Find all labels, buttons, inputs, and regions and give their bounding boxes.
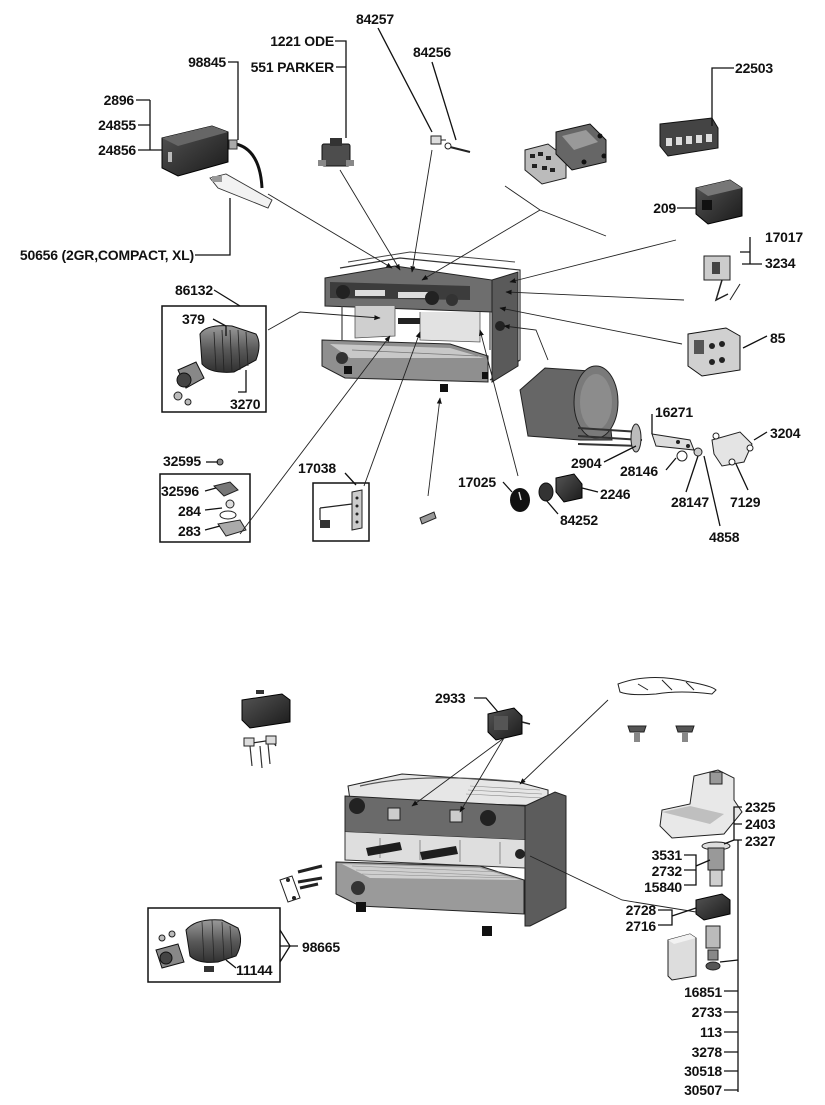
probe-84256: [444, 142, 471, 153]
label-3234: 3234: [765, 255, 796, 271]
label-2896: 2896: [103, 92, 135, 108]
label-7129: 7129: [730, 494, 761, 510]
label-551-parker: 551 PARKER: [250, 59, 335, 75]
cable-98845: [228, 139, 264, 189]
motor-98665: [147, 907, 281, 983]
coil-2728: [695, 893, 731, 921]
small-valves: [627, 725, 695, 742]
contactor-85: [687, 327, 741, 377]
label-2733: 2733: [691, 1004, 723, 1020]
pressure-switch-17017: [703, 255, 741, 302]
label-2246: 2246: [600, 486, 631, 502]
label-30518: 30518: [684, 1063, 722, 1079]
fitting-small: [419, 511, 437, 525]
bottom-espresso-machine: [335, 773, 567, 936]
valve-kit-32595: [159, 458, 251, 543]
control-board-exploded: [524, 123, 607, 185]
label-24855: 24855: [98, 117, 136, 133]
label-209: 209: [653, 200, 676, 216]
label-2403: 2403: [745, 816, 776, 832]
sensor-84257: [430, 135, 446, 145]
label-84257: 84257: [356, 11, 394, 27]
label-2904: 2904: [571, 455, 602, 471]
label-3204: 3204: [770, 425, 801, 441]
label-17025: 17025: [458, 474, 496, 490]
bracket-17038: [312, 482, 370, 542]
label-17017: 17017: [765, 229, 803, 245]
label-2325: 2325: [745, 799, 776, 815]
top-leader-lines: [136, 27, 768, 535]
label-2728: 2728: [625, 902, 657, 918]
boiler-cylinder: [519, 365, 619, 441]
gasket-28146: [676, 447, 703, 462]
solenoid-valve-1221: [318, 138, 354, 167]
label-84252: 84252: [560, 512, 598, 528]
label-30507: 30507: [684, 1082, 722, 1098]
switch-2246: [555, 473, 583, 503]
label-28146: 28146: [620, 463, 658, 479]
label-28147: 28147: [671, 494, 709, 510]
fittings-plate: [279, 864, 323, 903]
switch-2933: [487, 707, 531, 741]
label-16851: 16851: [684, 984, 722, 1000]
label-98845: 98845: [188, 54, 226, 70]
label-17038: 17038: [298, 460, 336, 476]
valve-stack: [705, 925, 721, 971]
label-2327: 2327: [745, 833, 776, 849]
label-3531: 3531: [651, 847, 683, 863]
label-283: 283: [178, 523, 201, 539]
label-3270: 3270: [230, 396, 261, 412]
label-50656: 50656 (2GR,COMPACT, XL): [19, 247, 194, 263]
label-379: 379: [182, 311, 205, 327]
relay-box-2896: [161, 125, 229, 177]
solenoid-assembly-3531: [701, 841, 731, 887]
label-284: 284: [178, 503, 201, 519]
top-espresso-machine: [321, 251, 521, 392]
label-1221-ode: 1221 ODE: [270, 33, 334, 49]
cover-3204: [711, 431, 754, 467]
label-32596: 32596: [161, 483, 199, 499]
washer-84252: [538, 482, 554, 502]
pump-motor-86132: [161, 305, 267, 413]
label-113: 113: [700, 1024, 722, 1040]
label-84256: 84256: [413, 44, 451, 60]
label-2933: 2933: [435, 690, 466, 706]
label-24856: 24856: [98, 142, 136, 158]
knob-17025: [510, 488, 530, 512]
label-15840: 15840: [644, 879, 682, 895]
bottom-leader-lines: [225, 697, 742, 1092]
strip-50656: [209, 173, 273, 209]
heating-element-16271: [577, 423, 695, 453]
keypad-22503: [659, 117, 719, 157]
bracket-2733: [667, 933, 697, 981]
label-85: 85: [770, 330, 786, 346]
label-2732: 2732: [651, 863, 683, 879]
label-2716: 2716: [625, 918, 657, 934]
bottom-relay-box: [241, 690, 291, 729]
group-head-2325: [659, 769, 743, 839]
label-32595: 32595: [163, 453, 201, 469]
label-11144: 11144: [236, 962, 273, 978]
switch-209: [695, 179, 743, 225]
top-wire-harness: [617, 676, 717, 696]
bottom-cable: [243, 735, 277, 769]
label-3278: 3278: [691, 1044, 723, 1060]
label-4858: 4858: [709, 529, 740, 545]
label-16271: 16271: [655, 404, 693, 420]
label-22503: 22503: [735, 60, 773, 76]
label-86132: 86132: [175, 282, 213, 298]
label-98665: 98665: [302, 939, 340, 955]
